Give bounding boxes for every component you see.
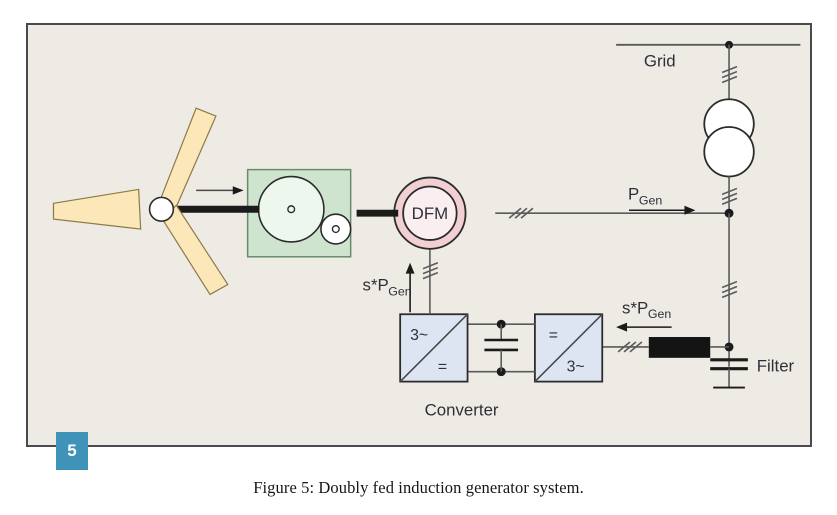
s-p-gen-rotor-label: s*P	[363, 275, 389, 294]
gearbox-small-wheel-center	[331, 224, 340, 234]
grid-bus-junction-dot	[725, 40, 734, 49]
generator-label: DFM	[412, 204, 448, 223]
dc-link-capacitor	[484, 324, 519, 372]
s-p-gen-grid-label-subscript: Gen	[648, 307, 672, 321]
s-p-gen-rotor-direction-arrow	[405, 262, 415, 313]
three-phase-marker-grid-side-converter	[721, 280, 738, 299]
figure-frame: Grid	[26, 23, 812, 470]
s-p-gen-grid-direction-arrow	[616, 322, 672, 332]
doubly-fed-machine: DFM	[393, 176, 467, 250]
grid-side-converter: = 3~	[534, 313, 604, 383]
converter-label: Converter	[425, 400, 499, 419]
s-p-gen-grid-label: s*P	[622, 298, 648, 317]
three-phase-marker-rotor	[422, 262, 439, 280]
p-gen-label-subscript: Gen	[639, 193, 663, 207]
transformer-winding-secondary	[703, 126, 755, 178]
rotor-converter-dc-label: =	[438, 359, 447, 376]
gearbox-small-wheel	[320, 213, 352, 245]
grid-converter-ac-label: 3~	[567, 359, 585, 376]
s-p-gen-rotor-label-subscript: Gen	[388, 284, 412, 298]
rotor-converter-ac-label: 3~	[410, 327, 428, 344]
p-gen-label: P	[628, 184, 639, 203]
line-filter-block	[648, 337, 711, 358]
three-phase-marker-stator	[508, 207, 534, 219]
three-phase-marker-transformer-lv	[721, 187, 738, 206]
figure-caption: Figure 5: Doubly fed induction generator…	[253, 478, 584, 497]
filter-capacitor	[710, 358, 748, 389]
wind-direction-arrow	[196, 186, 244, 195]
filter-label: Filter	[757, 357, 795, 376]
generator-inner-circle	[402, 185, 458, 241]
rotor-blade-upper	[159, 107, 217, 213]
dfig-schematic: Grid	[52, 40, 801, 419]
p-gen-direction-arrow	[629, 205, 696, 215]
gearbox	[246, 168, 352, 258]
rotor-blades	[52, 107, 229, 296]
grid-converter-dc-label: =	[549, 327, 558, 344]
rotor-hub	[148, 196, 175, 222]
gearbox-large-wheel-center	[287, 205, 296, 214]
rotor-blade-lower	[161, 204, 229, 296]
grid-label: Grid	[644, 52, 676, 71]
rotor-blade-left	[52, 188, 142, 230]
transformer	[703, 98, 755, 178]
rotor-side-converter: 3~ =	[399, 313, 469, 383]
page-number-badge: 5	[56, 432, 88, 470]
gearbox-large-wheel	[257, 175, 325, 243]
